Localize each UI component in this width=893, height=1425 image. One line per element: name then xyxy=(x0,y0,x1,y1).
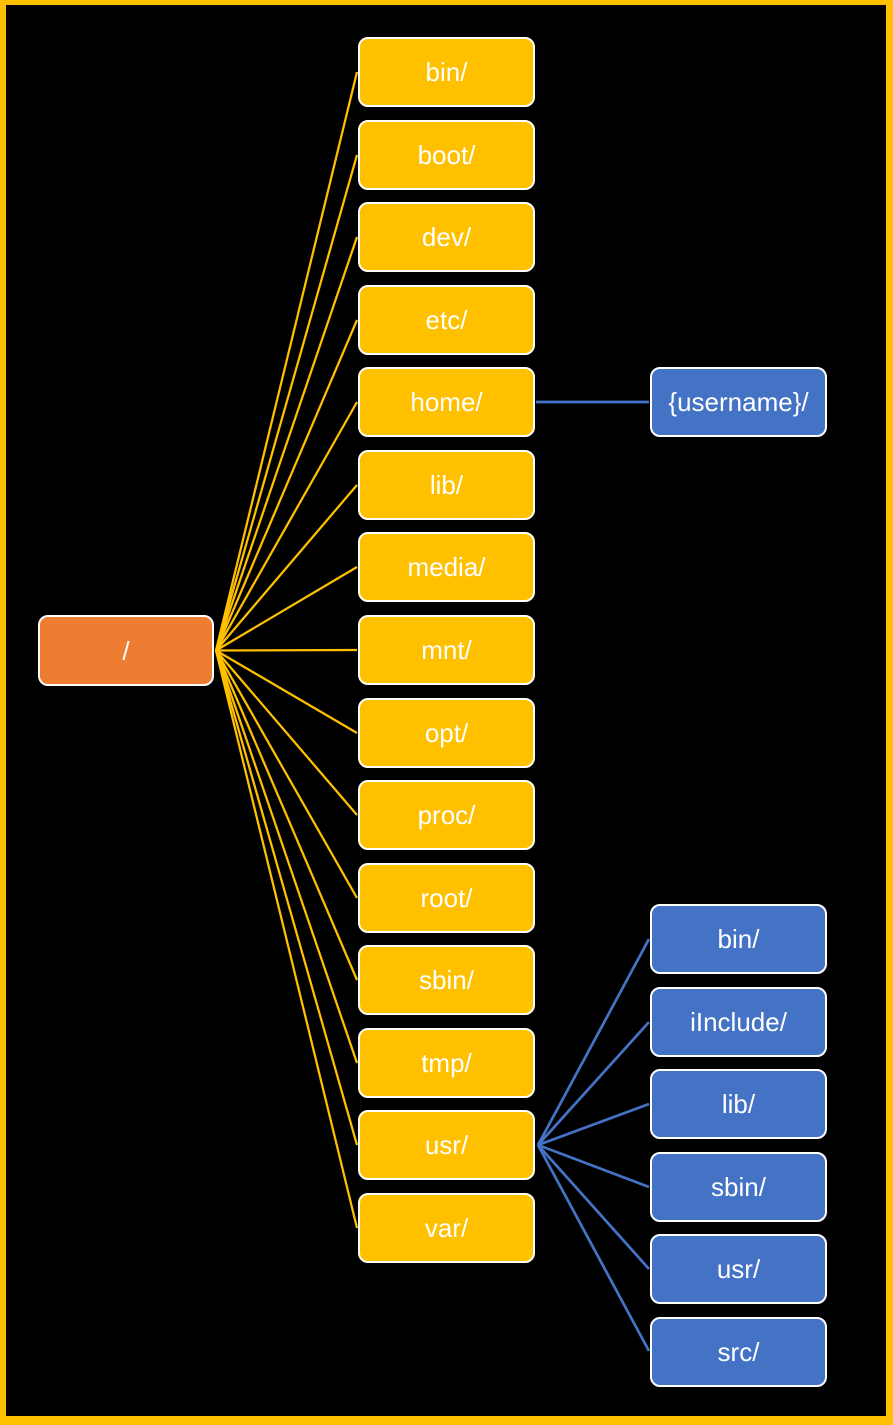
connector-root-opt xyxy=(215,649,358,734)
connector-root-boot xyxy=(214,154,359,651)
connector-root-usr xyxy=(214,650,359,1146)
connector-root-sbin xyxy=(214,650,359,981)
node-sbin: sbin/ xyxy=(358,945,535,1015)
node-usr-src: src/ xyxy=(650,1317,827,1387)
node-username: {username}/ xyxy=(650,367,827,437)
node-lib: lib/ xyxy=(358,450,535,520)
node-opt: opt/ xyxy=(358,698,535,768)
node-bin: bin/ xyxy=(358,37,535,107)
connector-root-lib xyxy=(215,484,358,652)
node-dev: dev/ xyxy=(358,202,535,272)
connector-root-media xyxy=(215,566,358,652)
connector-root-home xyxy=(215,401,358,652)
connector-root-dev xyxy=(214,236,359,651)
node-boot: boot/ xyxy=(358,120,535,190)
node-root: / xyxy=(38,615,214,686)
node-home: home/ xyxy=(358,367,535,437)
node-tmp: tmp/ xyxy=(358,1028,535,1098)
connector-usr-iinclude xyxy=(536,1021,651,1146)
node-proc: proc/ xyxy=(358,780,535,850)
connector-usr-usr xyxy=(536,1144,651,1270)
connector-root-root xyxy=(215,649,358,899)
node-mnt: mnt/ xyxy=(358,615,535,685)
node-usr-sbin: sbin/ xyxy=(650,1152,827,1222)
node-root-dir: root/ xyxy=(358,863,535,933)
connector-usr-lib xyxy=(537,1102,650,1147)
connector-root-bin xyxy=(214,71,359,651)
node-usr-usr: usr/ xyxy=(650,1234,827,1304)
node-etc: etc/ xyxy=(358,285,535,355)
level2-connectors xyxy=(536,400,651,1352)
connector-usr-src xyxy=(536,1144,651,1352)
root-connectors xyxy=(214,71,359,1229)
connector-root-var xyxy=(214,650,359,1229)
node-usr-lib: lib/ xyxy=(650,1069,827,1139)
node-usr-bin: bin/ xyxy=(650,904,827,974)
node-media: media/ xyxy=(358,532,535,602)
connector-root-tmp xyxy=(214,650,359,1064)
node-usr-iinclude: iInclude/ xyxy=(650,987,827,1057)
connector-root-mnt xyxy=(215,648,358,652)
connector-usr-bin xyxy=(536,938,651,1146)
connector-root-etc xyxy=(214,319,359,651)
connector-root-proc xyxy=(215,649,358,816)
node-usr: usr/ xyxy=(358,1110,535,1180)
connector-usr-sbin xyxy=(537,1143,650,1189)
node-var: var/ xyxy=(358,1193,535,1263)
